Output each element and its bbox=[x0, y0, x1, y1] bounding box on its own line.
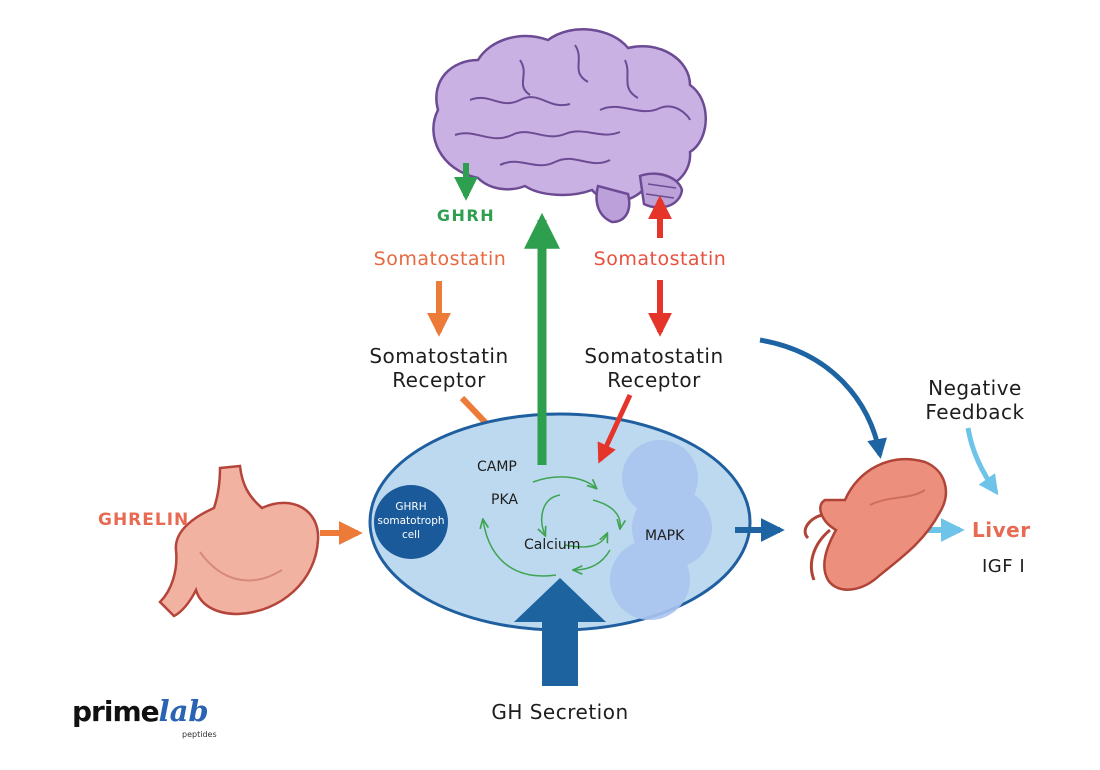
igf-label: IGF I bbox=[982, 556, 1026, 577]
logo-peptides-text: peptides bbox=[182, 730, 217, 739]
somatostatin-right-label: Somatostatin bbox=[593, 248, 727, 270]
stomach-illustration bbox=[158, 464, 320, 618]
mapk-blob bbox=[610, 440, 712, 620]
signaling-cycle bbox=[483, 476, 620, 577]
logo-prime-text: prime bbox=[72, 695, 160, 728]
receptor-left-label: Somatostatin Receptor bbox=[369, 344, 509, 392]
gh-secretion-label: GH Secretion bbox=[491, 700, 629, 724]
arrow-feedback-curve-dark bbox=[759, 337, 887, 459]
cell-nucleus bbox=[374, 485, 448, 559]
liver-label: Liver bbox=[972, 518, 1031, 542]
ghrh-label: GHRH bbox=[436, 206, 496, 225]
pka-label: PKA bbox=[491, 492, 518, 508]
ghrelin-label: GHRELIN bbox=[98, 510, 190, 530]
camp-label: CAMP bbox=[477, 459, 517, 475]
mapk-label: MAPK bbox=[645, 528, 685, 544]
brain-illustration bbox=[432, 28, 707, 224]
gh-secretion-arrow bbox=[514, 578, 606, 686]
receptor-right-label: Somatostatin Receptor bbox=[584, 344, 724, 392]
cell-nucleus-label: GHRH somatotroph cell bbox=[377, 501, 445, 541]
arrow-feedback-curve-light bbox=[965, 427, 999, 496]
primelab-logo: primelab bbox=[72, 694, 209, 728]
liver-illustration bbox=[803, 457, 948, 591]
calcium-label: Calcium bbox=[524, 537, 581, 553]
somatostatin-left-label: Somatostatin bbox=[373, 248, 507, 270]
negative-feedback-label: Negative Feedback bbox=[925, 376, 1025, 424]
logo-lab-text: lab bbox=[158, 694, 209, 728]
arrow-receptor-right-to-cell bbox=[597, 393, 633, 464]
